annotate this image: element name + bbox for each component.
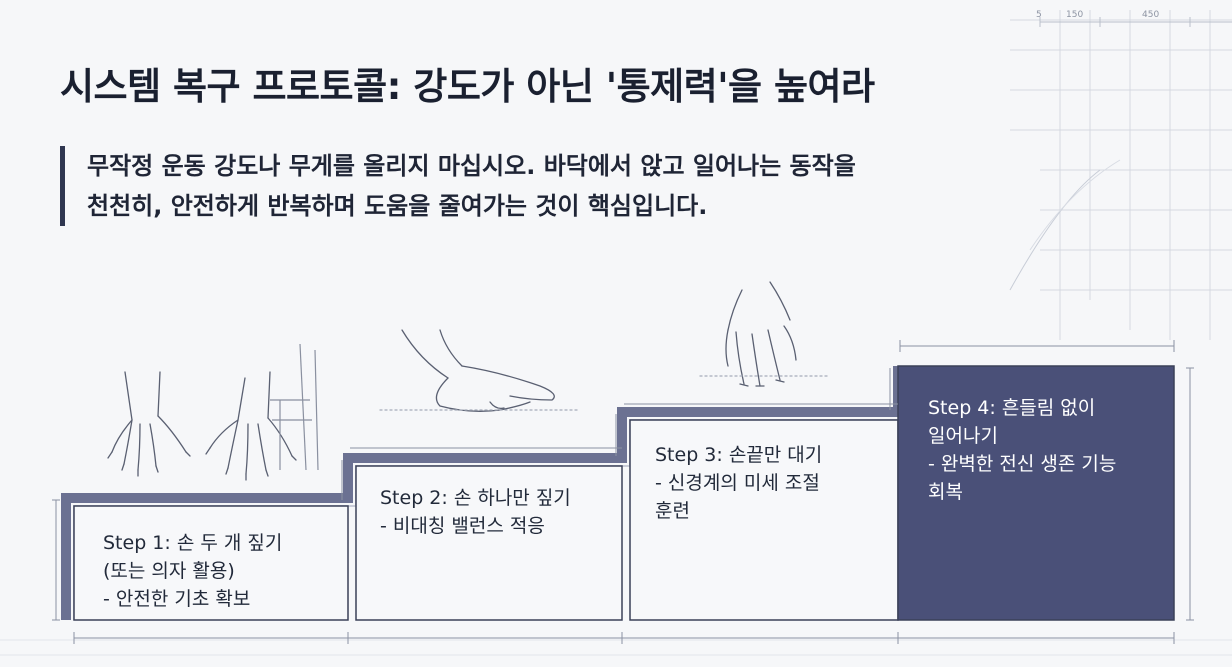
subtitle-line: 천천히, 안전하게 반복하며 도움을 줄여가는 것이 핵심입니다.: [87, 192, 708, 220]
step-line: 회복: [928, 481, 963, 503]
ruler-tick: 450: [1142, 10, 1160, 20]
step-line: 훈련: [655, 500, 690, 522]
step-title: Step 4: 흔들림 없이: [928, 397, 1096, 419]
ruler-tick: 5: [1036, 10, 1042, 20]
step-line: - 완벽한 전신 생존 기능: [928, 453, 1117, 475]
step4-box: [897, 365, 1175, 621]
step-3-text: Step 3: 손끝만 대기 - 신경계의 미세 조절 훈련: [655, 441, 822, 525]
one-hand-icon: [379, 329, 581, 412]
fingertips-icon: [699, 281, 831, 387]
chair-icon: [270, 343, 319, 471]
step-title: Step 2: 손 하나만 짚기: [380, 487, 571, 509]
step-line: - 비대칭 밸런스 적응: [380, 515, 545, 537]
two-hands-icon: [107, 371, 297, 481]
page-title: 시스템 복구 프로토콜: 강도가 아닌 '통제력'을 높여라: [60, 65, 875, 108]
step-line: - 안전한 기초 확보: [103, 588, 251, 610]
dimension-lines: [52, 340, 1194, 644]
step-4-text: Step 4: 흔들림 없이 일어나기 - 완벽한 전신 생존 기능 회복: [928, 394, 1116, 506]
ruler-tick: 150: [1066, 10, 1084, 20]
step-line: (또는 의자 활용): [103, 560, 235, 582]
step-1-text: Step 1: 손 두 개 짚기 (또는 의자 활용) - 안전한 기초 확보: [103, 529, 282, 613]
blueprint-grid: [1009, 10, 1232, 340]
step-2-text: Step 2: 손 하나만 짚기 - 비대칭 밸런스 적응: [380, 484, 571, 540]
subtitle-quote: 무작정 운동 강도나 무게를 올리지 마십시오. 바닥에서 앉고 일어나는 동작…: [60, 146, 1120, 226]
step-line: 일어나기: [928, 425, 998, 447]
staircase-shadow: [61, 366, 903, 620]
subtitle-line: 무작정 운동 강도나 무게를 올리지 마십시오. 바닥에서 앉고 일어나는 동작…: [87, 152, 856, 180]
step-title: Step 3: 손끝만 대기: [655, 444, 823, 466]
step-title: Step 1: 손 두 개 짚기: [103, 532, 283, 554]
step-boxes: [73, 419, 899, 621]
step-line: - 신경계의 미세 조절: [655, 472, 820, 494]
